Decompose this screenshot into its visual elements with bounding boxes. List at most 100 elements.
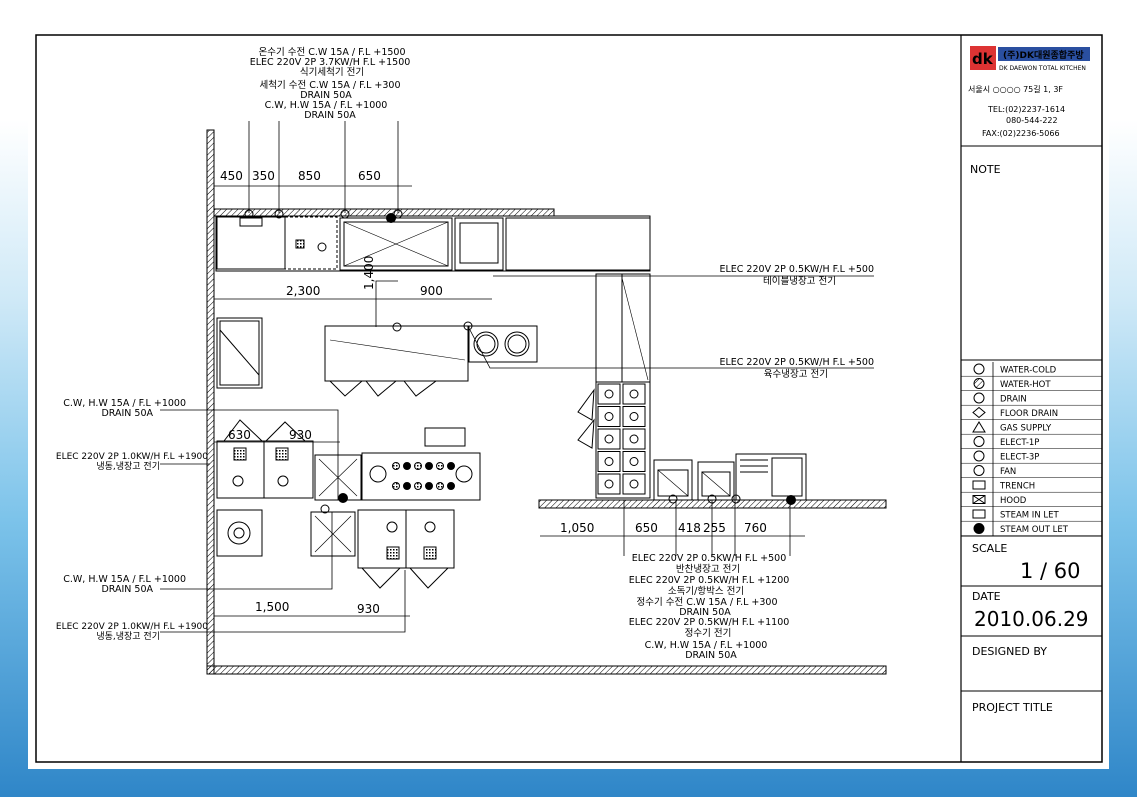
note-bottom-2: 반찬냉장고 전기	[676, 564, 740, 575]
note-bottom-7: ELEC 220V 2P 0.5KW/H F.L +1100	[629, 617, 790, 628]
burner-icon	[414, 462, 422, 470]
left-wall	[206, 129, 215, 675]
bottom-wall	[206, 665, 887, 675]
scale-value: 1 / 60	[1020, 559, 1081, 583]
water-purifier-table	[735, 453, 807, 501]
note-top-4: 세척기 수전 C.W 15A / F.L +300	[260, 80, 401, 91]
soup-range	[468, 325, 538, 363]
burner-icon	[436, 482, 444, 490]
outer-border	[35, 34, 1103, 763]
fridge-door	[597, 383, 621, 405]
right-counter-equipment	[653, 453, 807, 505]
legend-label: STEAM IN LET	[1000, 511, 1059, 521]
freezer-fridge-1	[216, 440, 314, 499]
burner-icon	[403, 462, 411, 470]
legend-symbol-icon	[973, 523, 985, 534]
legend-label: TRENCH	[999, 482, 1035, 492]
note-left-fridge2-2: 냉동,냉장고 전기	[96, 631, 160, 642]
reach-in-fridge-column	[577, 273, 651, 499]
company-tel: TEL:(02)2237-1614	[987, 105, 1065, 114]
note-top-5: DRAIN 50A	[300, 90, 352, 101]
note-label: NOTE	[970, 163, 1001, 176]
legend-symbol-icon	[972, 495, 986, 504]
dishwasher	[454, 217, 504, 271]
fridge-door	[597, 428, 621, 450]
shelf-unit	[216, 317, 263, 389]
note-bottom-5: 정수기 수전 C.W 15A / F.L +300	[637, 597, 778, 608]
designed-by-label: DESIGNED BY	[972, 645, 1047, 658]
dim-650-b: 650	[635, 521, 658, 535]
legend-symbol-icon	[973, 392, 985, 404]
fridge-door	[622, 473, 646, 495]
dim-930-top: 930	[289, 428, 312, 442]
note-bottom-9: C.W, H.W 15A / F.L +1000	[645, 640, 768, 651]
note-left-sink1-2: DRAIN 50A	[101, 408, 153, 419]
note-left-fridge1-2: 냉동,냉장고 전기	[96, 461, 160, 472]
fridge-door	[622, 383, 646, 405]
dim-1050: 1,050	[560, 521, 594, 535]
note-table-fridge-1: ELEC 220V 2P 0.5KW/H F.L +500	[719, 264, 874, 275]
fridge-door	[597, 451, 621, 472]
burner-icon	[436, 462, 444, 470]
dimension-labels: 450 350 850 650 2,300 900 1,400 630 930 …	[220, 169, 767, 616]
company-address: 서울시 ○○○○ 75길 1, 3F	[968, 85, 1063, 94]
brand-banner	[998, 47, 1090, 61]
dim-450: 450	[220, 169, 243, 183]
legend-symbol-icon	[973, 363, 985, 375]
note-left-sink1-1: C.W, H.W 15A / F.L +1000	[63, 398, 186, 409]
note-bottom-3: ELEC 220V 2P 0.5KW/H F.L +1200	[629, 575, 790, 586]
stock-range	[216, 509, 263, 557]
legend-symbol-icon	[973, 378, 985, 389]
burner-icon	[425, 482, 433, 490]
dim-1400: 1,400	[362, 256, 376, 290]
burner-icon	[447, 482, 455, 490]
note-top-3: 식기세척기 전기	[300, 67, 364, 78]
scale-label: SCALE	[972, 542, 1007, 555]
dim-630: 630	[228, 428, 251, 442]
dim-1500: 1,500	[255, 600, 289, 614]
note-bottom-10: DRAIN 50A	[685, 650, 737, 661]
note-meat-fridge-1: ELEC 220V 2P 0.5KW/H F.L +500	[719, 357, 874, 368]
note-top-7: DRAIN 50A	[304, 110, 356, 121]
note-left-sink2-1: C.W, H.W 15A / F.L +1000	[63, 574, 186, 585]
legend-label: ELECT-1P	[1000, 438, 1039, 448]
dim-900: 900	[420, 284, 443, 298]
note-top-6: C.W, H.W 15A / F.L +1000	[265, 100, 388, 111]
project-title-label: PROJECT TITLE	[972, 701, 1053, 714]
company-tel-2: 080-544-222	[1006, 116, 1058, 125]
burner-icon	[414, 482, 422, 490]
sink-2	[310, 511, 356, 557]
note-left-fridge1-1: ELEC 220V 2P 1.0KW/H F.L +1900	[56, 452, 208, 462]
range-burners	[361, 452, 481, 501]
dim-850: 850	[298, 169, 321, 183]
dim-2300: 2,300	[286, 284, 320, 298]
burner-icon	[392, 482, 400, 490]
dim-255: 255	[703, 521, 726, 535]
fridge-door	[597, 473, 621, 495]
note-bottom-1: ELEC 220V 2P 0.5KW/H F.L +500	[632, 553, 787, 564]
legend-label: STEAM OUT LET	[1000, 525, 1069, 535]
fridge-door	[622, 451, 646, 472]
note-meat-fridge-2: 육수냉장고 전기	[764, 369, 828, 380]
company-fax: FAX:(02)2236-5066	[982, 129, 1060, 138]
brand-name: (주)DK대원종합주방	[1003, 49, 1084, 61]
note-top-1: 온수기 수전 C.W 15A / F.L +1500	[258, 47, 405, 58]
dimension-lines	[214, 185, 805, 617]
work-table-top	[505, 217, 651, 271]
date-label: DATE	[972, 590, 1001, 603]
dim-418: 418	[678, 521, 701, 535]
note-top-2: ELEC 220V 2P 3.7KW/H F.L +1500	[250, 57, 411, 68]
legend-symbol-icon	[972, 480, 986, 490]
counter-wall	[538, 499, 887, 509]
legend-label: FAN	[1000, 467, 1016, 477]
legend-symbol-icon	[973, 436, 985, 447]
legend-symbol-icon	[973, 450, 985, 462]
fridge-door	[597, 406, 621, 427]
note-left-fridge2-1: ELEC 220V 2P 1.0KW/H F.L +1900	[56, 622, 208, 632]
svg-text:dk: dk	[972, 50, 994, 68]
dim-350: 350	[252, 169, 275, 183]
annotations: 온수기 수전 C.W 15A / F.L +1500 ELEC 220V 2P …	[56, 47, 874, 661]
cooking-block	[216, 419, 481, 589]
